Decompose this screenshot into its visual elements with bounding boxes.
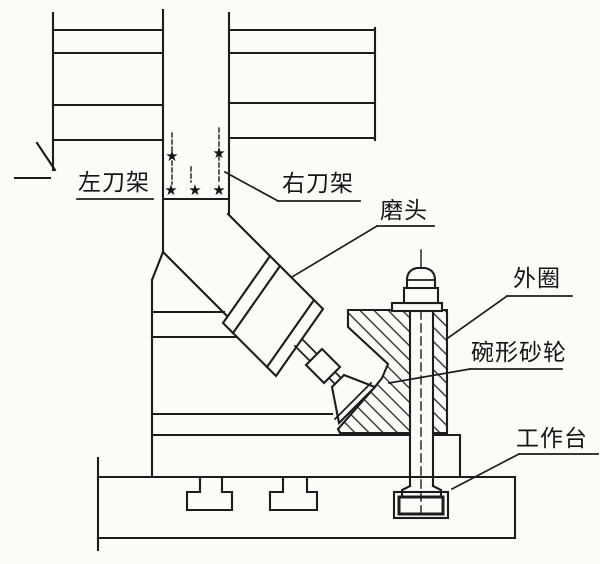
swivel-arm	[161, 212, 272, 319]
label-outer-ring: 外圈	[513, 266, 561, 292]
leader-outer-ring	[446, 294, 509, 340]
star-icon: ★	[212, 181, 225, 199]
labels: 左刀架 右刀架 磨头 外圈 碗形砂轮 工作台	[78, 170, 588, 452]
star-icon: ★	[165, 147, 178, 165]
washer	[390, 301, 444, 313]
t-nut	[397, 495, 445, 516]
t-slot	[185, 475, 234, 512]
leader-lines	[76, 170, 599, 491]
left-tool-post	[13, 8, 165, 254]
worktable	[96, 456, 517, 552]
hex-nut	[402, 286, 440, 305]
star-icon: ★	[212, 144, 225, 162]
wheel-neck	[327, 370, 343, 386]
leader-bowl-wheel	[388, 368, 471, 384]
t-slot	[268, 475, 319, 512]
fixture-column	[150, 250, 462, 479]
right-tool-post	[227, 11, 377, 216]
head-end-cap-line	[231, 264, 282, 335]
label-left-tool-post: 左刀架	[78, 170, 150, 196]
t-slot-cavity	[392, 490, 450, 520]
tool-post-gap-markers: ★ ★ ★ ★ ★	[161, 127, 231, 201]
spindle	[293, 337, 318, 362]
bolt-t-slot	[392, 484, 450, 520]
bowl-wheel-rim-line	[333, 381, 373, 421]
leader-worktable	[450, 452, 521, 491]
star-icon: ★	[188, 181, 201, 199]
head-front-cap-line	[265, 298, 316, 369]
dome-nut	[405, 266, 437, 290]
label-grinding-head: 磨头	[380, 198, 428, 224]
grinding-head	[221, 254, 377, 426]
leader-right-tool-post	[223, 170, 280, 203]
label-bowl-wheel: 碗形砂轮	[471, 340, 567, 366]
label-worktable: 工作台	[516, 426, 588, 452]
carriage-edge	[35, 141, 57, 172]
star-icon: ★	[164, 181, 177, 199]
label-right-tool-post: 右刀架	[282, 171, 354, 197]
grinding-head-body	[221, 254, 325, 378]
clamp-bolt	[390, 249, 444, 517]
spindle-collar	[304, 347, 342, 385]
diagram-lines: ★ ★ ★ ★ ★	[13, 8, 599, 552]
leader-grinding-head	[290, 224, 379, 279]
